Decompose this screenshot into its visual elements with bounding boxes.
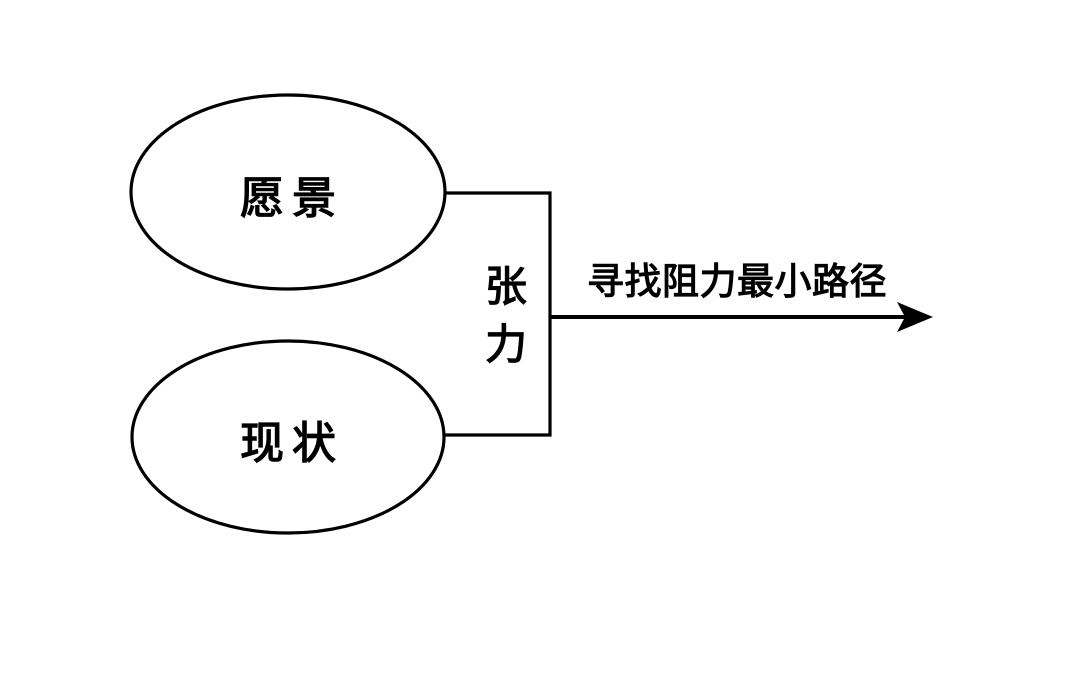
arrow-label: 寻找阻力最小路径 <box>587 260 887 303</box>
arrowhead-icon <box>897 302 933 332</box>
tension-bracket <box>445 191 552 437</box>
vision-node-label: 愿景 <box>240 173 344 224</box>
current-state-ellipse <box>130 339 446 535</box>
tension-label: 张力 <box>484 262 527 369</box>
current-state-node-label: 现状 <box>240 418 344 469</box>
